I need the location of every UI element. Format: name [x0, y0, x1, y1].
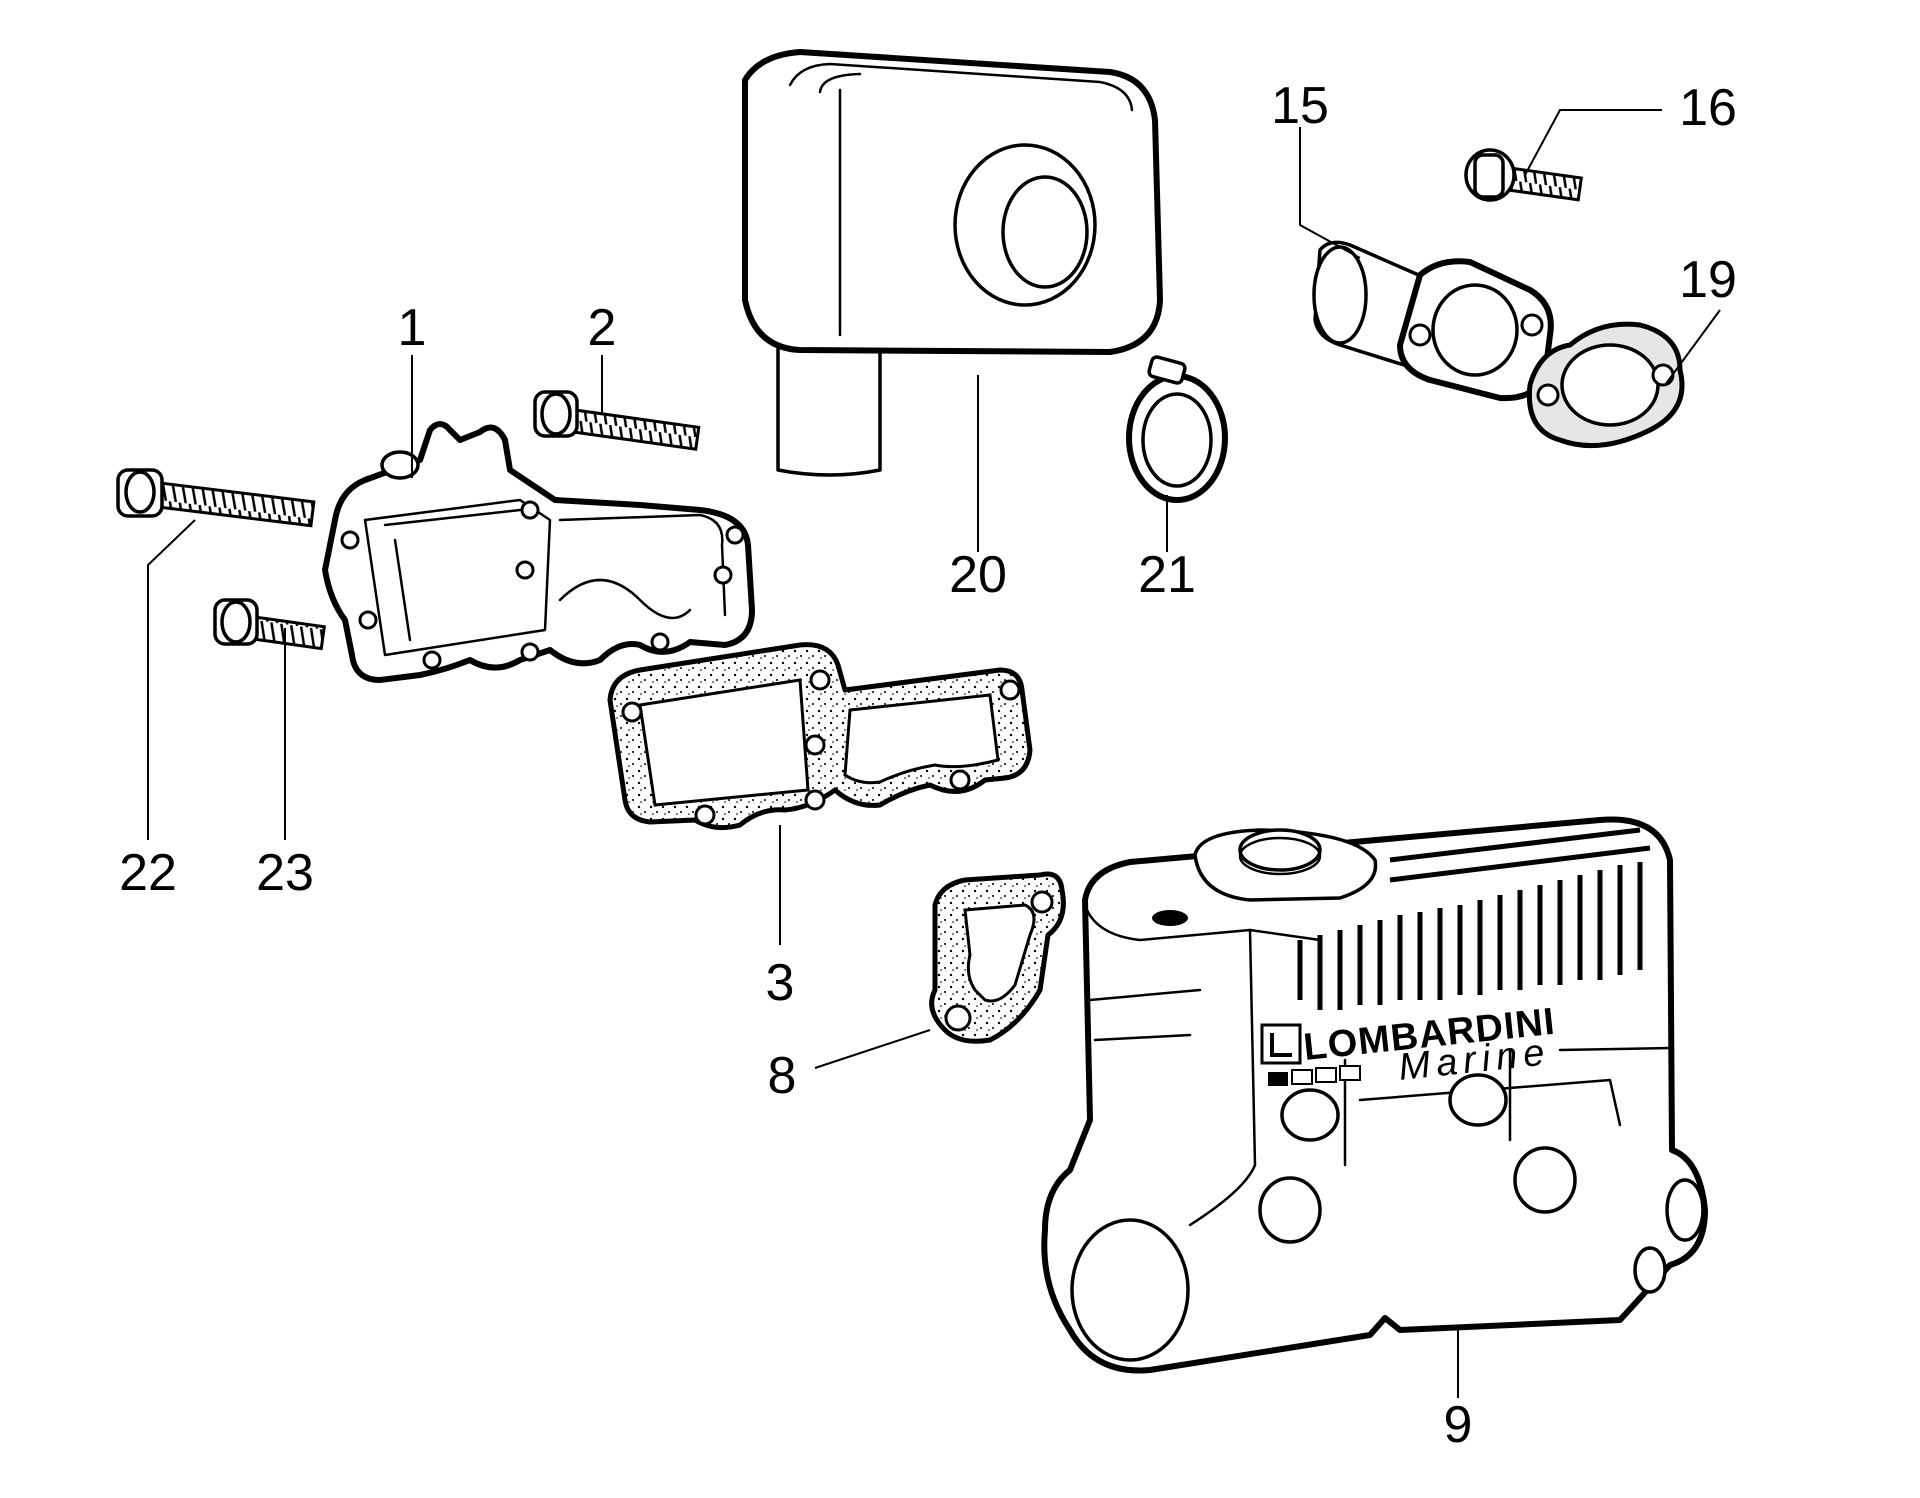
- callout-9: 9: [1444, 1396, 1473, 1454]
- callout-20: 20: [949, 546, 1007, 604]
- part-23-screw: [213, 598, 327, 651]
- leader-lines: [147, 109, 1721, 1398]
- leader-19: [1664, 309, 1721, 386]
- part-20-air-filter: [742, 49, 1163, 477]
- part-2-screw: [533, 390, 701, 451]
- part-15-outlet-elbow: [1312, 240, 1554, 402]
- part-1-manifold-cover: [322, 421, 755, 683]
- callout-23: 23: [256, 844, 314, 902]
- callout-labels: 1 2 3 8 9 15 16 19 20 21 22 23: [119, 77, 1737, 1454]
- callout-1: 1: [398, 299, 427, 357]
- leader-16: [1524, 109, 1662, 176]
- part-22-bolt: [116, 468, 316, 528]
- callout-16: 16: [1679, 79, 1737, 137]
- part-19-gasket: [1526, 321, 1685, 449]
- part-3-gasket: [607, 642, 1033, 831]
- callout-21: 21: [1138, 546, 1196, 604]
- part-9-exchanger-body: LOMBARDINI Marine: [1041, 816, 1708, 1374]
- leader-8: [814, 1029, 931, 1069]
- callout-19: 19: [1679, 251, 1737, 309]
- callout-15: 15: [1271, 77, 1329, 135]
- cooling-fins: [1297, 827, 1651, 1010]
- part-16-screw: [1464, 148, 1583, 202]
- callout-8: 8: [768, 1047, 797, 1105]
- leader-15: [1299, 127, 1361, 259]
- part-8-gasket: [929, 871, 1066, 1044]
- part-21-hose-clamp: [1126, 355, 1228, 503]
- callout-3: 3: [766, 954, 795, 1012]
- leader-22: [147, 519, 196, 840]
- callout-22: 22: [119, 844, 177, 902]
- callout-2: 2: [588, 299, 617, 357]
